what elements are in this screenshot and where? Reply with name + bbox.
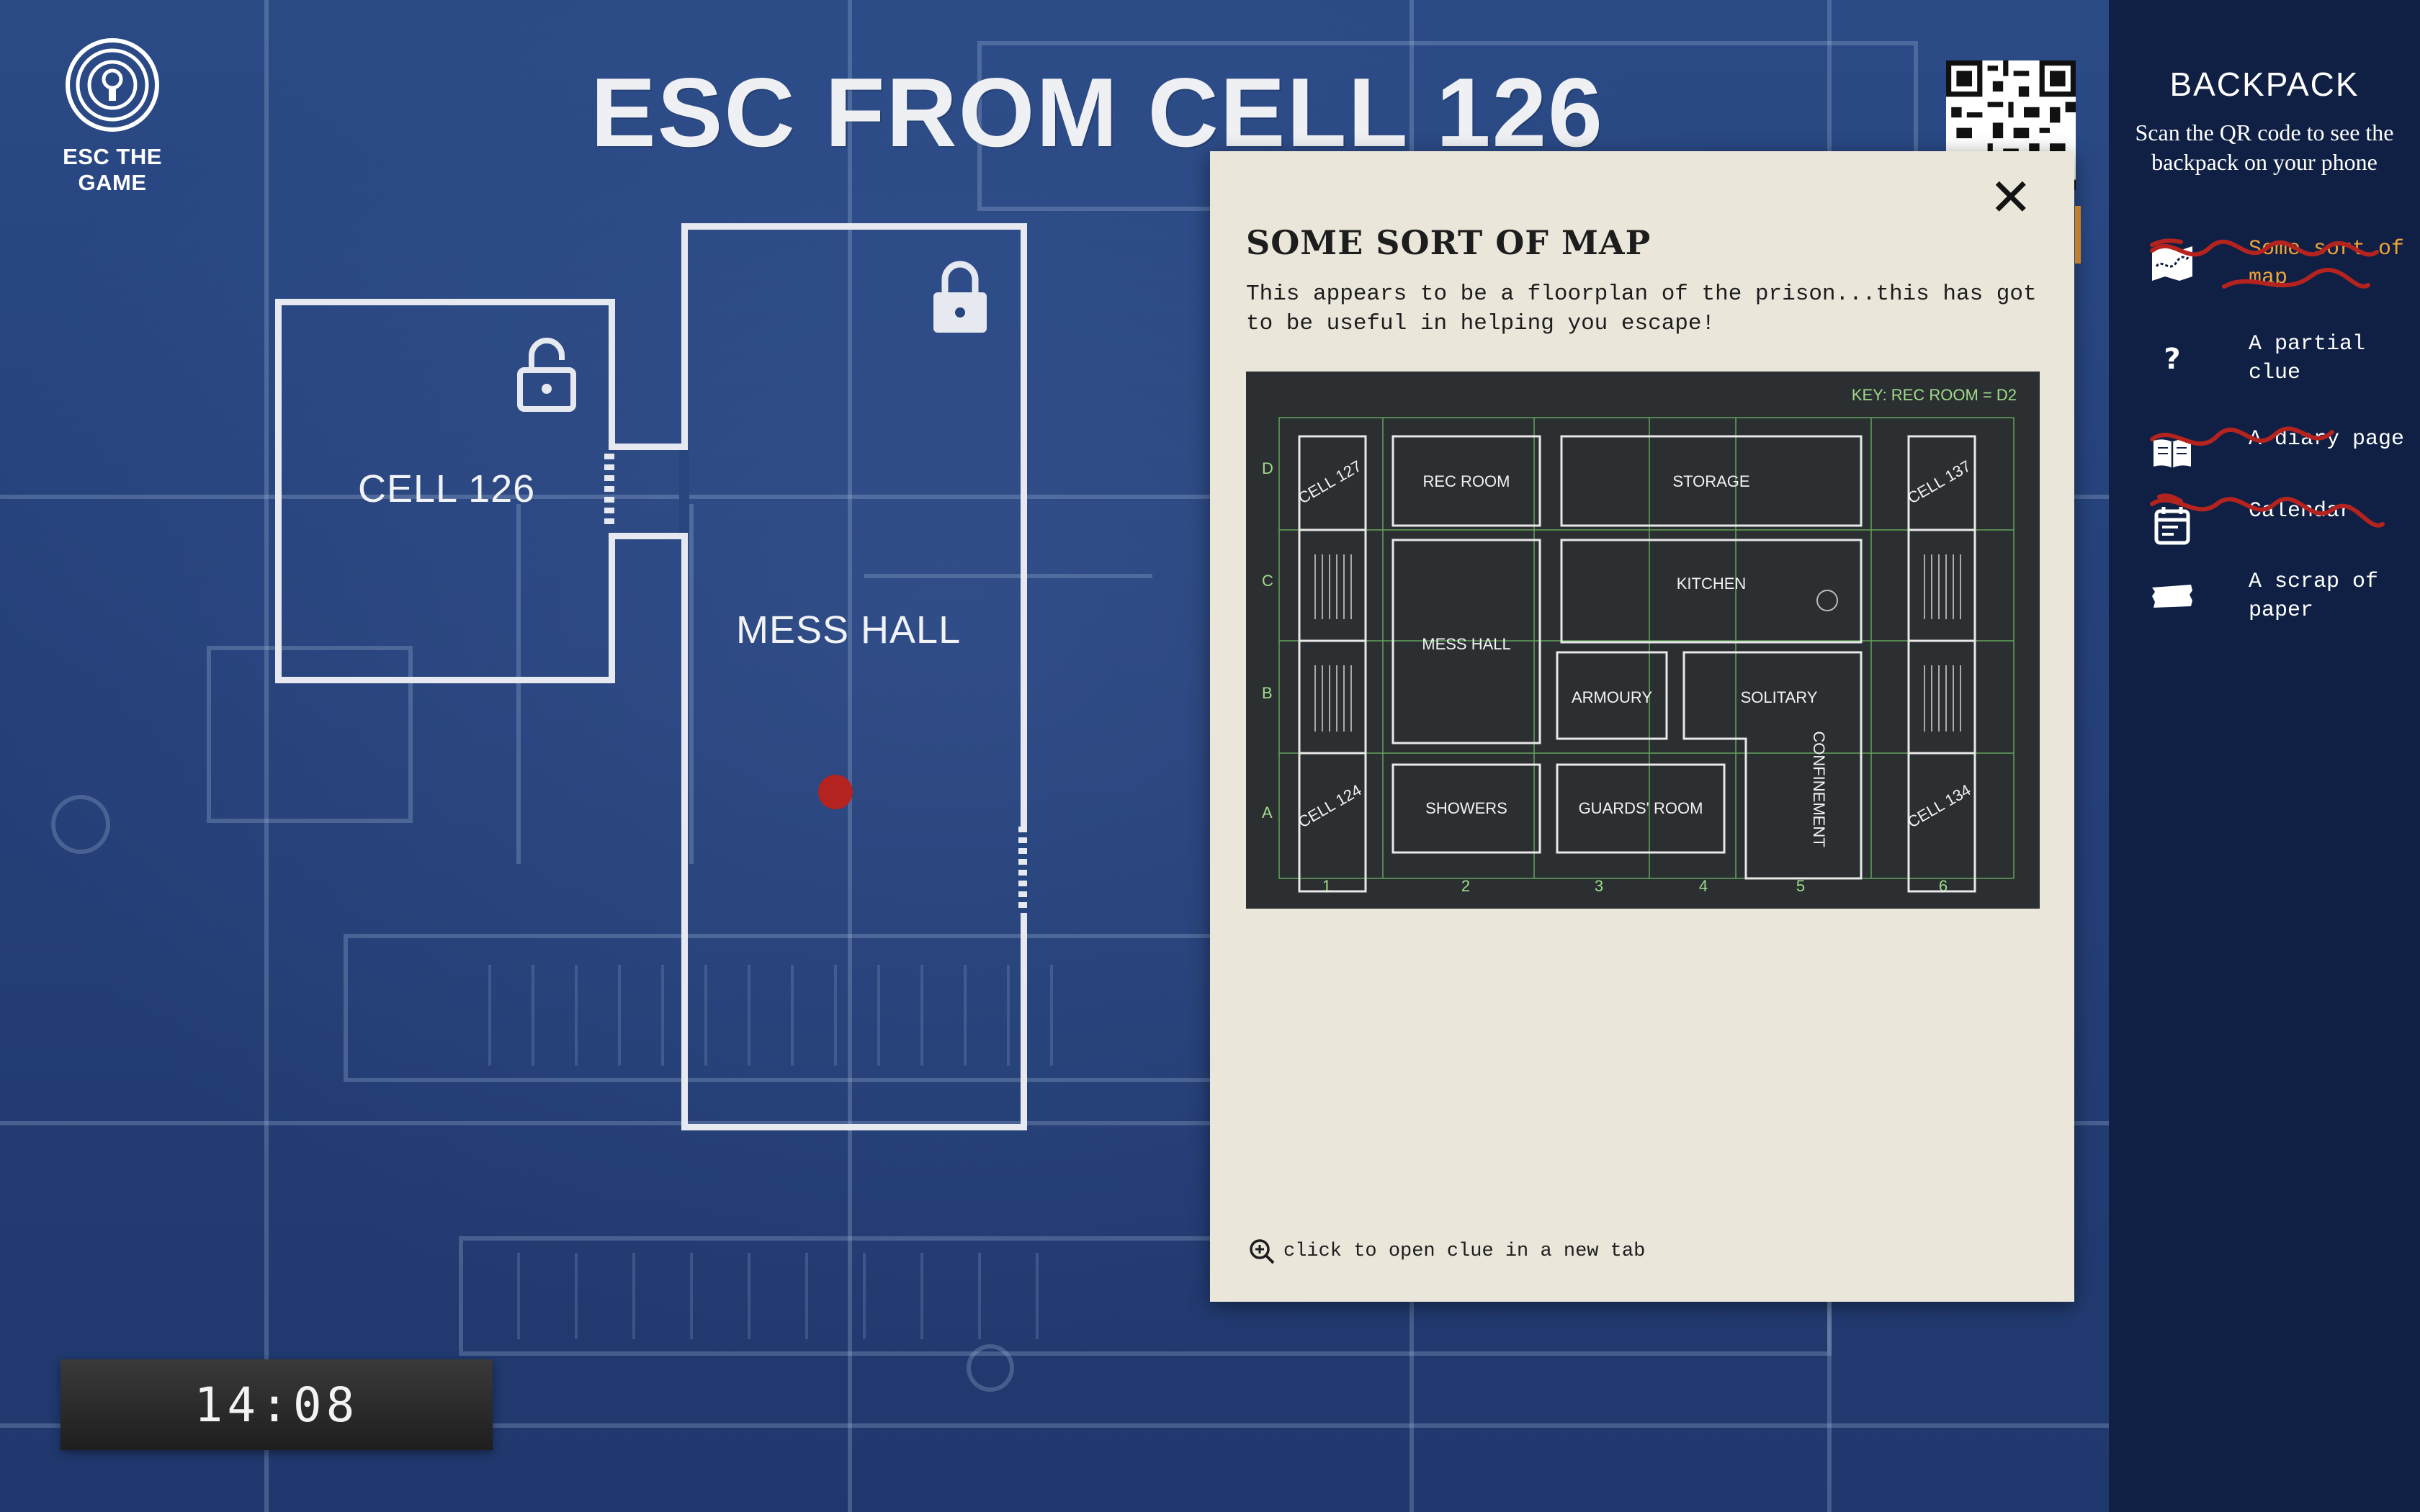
logo-icon — [66, 38, 159, 132]
map-room-label: ARMOURY — [1572, 688, 1652, 706]
backpack-description: Scan the QR code to see the backpack on … — [2135, 120, 2394, 175]
room-label-cell-126: CELL 126 — [358, 467, 536, 510]
room-cell-126[interactable] — [275, 299, 615, 683]
brand-logo[interactable]: ESC THE GAME — [40, 36, 184, 196]
map-room-label: CONFINEMENT — [1810, 731, 1828, 847]
corridor-bottom — [609, 533, 688, 539]
cell-126-wall — [609, 533, 615, 683]
player-location-marker — [818, 775, 853, 809]
backpack-item-map[interactable]: Some sort of map — [2149, 235, 2404, 300]
row-label: C — [1262, 572, 1273, 590]
map-room-label: KITCHEN — [1677, 575, 1747, 593]
map-cell-label: CELL 124 — [1295, 780, 1365, 831]
row-label: A — [1262, 804, 1273, 822]
question-icon: ? — [2164, 343, 2180, 376]
map-icon — [2152, 246, 2192, 281]
brand-name: ESC THE GAME — [63, 144, 162, 195]
game-title: ESC FROM CELL 126 — [591, 58, 1604, 167]
countdown-timer: 14:08 — [60, 1359, 493, 1450]
backpack-item-diary-page[interactable]: A diary page — [2149, 425, 2404, 490]
backpack-item-scrap-of-paper[interactable]: A scrap of paper — [2149, 567, 2394, 632]
col-label: 2 — [1461, 877, 1470, 895]
close-icon[interactable]: ✕ — [1989, 167, 2033, 228]
backpack-item-calendar[interactable]: Calendar — [2149, 497, 2394, 562]
col-label: 5 — [1796, 877, 1805, 895]
backpack-item-label: A diary page — [2249, 427, 2405, 451]
open-clue-label: click to open clue in a new tab — [1283, 1241, 1646, 1262]
calendar-icon — [2154, 507, 2190, 545]
backpack-item-label: Calendar — [2249, 499, 2353, 523]
door-cell-mess[interactable] — [604, 454, 614, 528]
clue-title: SOME SORT OF MAP — [1246, 223, 1652, 262]
room-label-mess-hall: MESS HALL — [736, 608, 962, 652]
modal-accent-tab — [2075, 206, 2081, 264]
col-label: 3 — [1595, 877, 1603, 895]
cell-126-wall — [609, 299, 615, 450]
backpack-item-label: Some sort of map — [2249, 237, 2405, 290]
mess-hall-corridor-gap — [679, 450, 689, 533]
zoom-in-icon — [1250, 1239, 1275, 1264]
backpack-sidebar: BACKPACK Scan the QR code to see the bac… — [2109, 0, 2420, 1512]
paper-scrap-icon — [2152, 585, 2192, 608]
open-clue-link[interactable]: click to open clue in a new tab — [1247, 1237, 1645, 1266]
clue-modal: ✕ SOME SORT OF MAP This appears to be a … — [1210, 151, 2074, 1302]
book-icon — [2154, 439, 2191, 468]
map-room-label: SHOWERS — [1425, 799, 1507, 817]
row-label: D — [1262, 459, 1273, 477]
map-key: KEY: REC ROOM = D2 — [1852, 386, 2017, 404]
corridor-top — [609, 444, 688, 450]
svg-text:?: ? — [2164, 343, 2180, 376]
map-cell-label: CELL 134 — [1904, 780, 1974, 831]
backpack-title: BACKPACK — [2169, 66, 2360, 103]
map-room-label: STORAGE — [1672, 472, 1749, 490]
backpack-item-label: A partial clue — [2249, 332, 2366, 385]
unlocked-padlock-icon[interactable] — [516, 336, 578, 412]
map-room-label: GUARDS' ROOM — [1579, 799, 1703, 817]
map-room-label: REC ROOM — [1423, 472, 1510, 490]
map-cell-label: CELL 137 — [1904, 456, 1974, 507]
col-label: 4 — [1699, 877, 1708, 895]
clue-description: This appears to be a floorplan of the pr… — [1246, 282, 2037, 336]
map-room-label: MESS HALL — [1422, 635, 1511, 653]
used-item-scribbles — [2150, 238, 2385, 528]
map-cell-label: CELL 127 — [1295, 456, 1365, 507]
clue-map-image[interactable]: KEY: REC ROOM = D2 D C B A 1 2 3 4 5 6 — [1246, 372, 2040, 909]
locked-padlock-icon[interactable] — [929, 259, 991, 336]
row-label: B — [1262, 684, 1273, 702]
map-room-label: SOLITARY — [1741, 688, 1818, 706]
backpack-item-label: A scrap of paper — [2249, 570, 2379, 623]
room-mess-hall[interactable] — [681, 223, 1027, 1130]
door-mess-exit-hatch — [1018, 827, 1027, 913]
backpack-item-partial-clue[interactable]: ? A partial clue — [2149, 330, 2394, 395]
